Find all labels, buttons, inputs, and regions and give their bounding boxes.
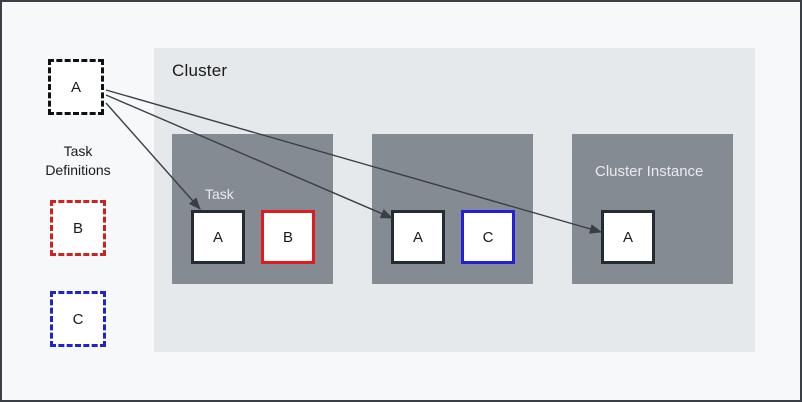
cluster-instance-label: Cluster Instance xyxy=(595,163,704,180)
task-definitions-caption: Task Definitions xyxy=(22,142,134,180)
task-instance-3-a: A xyxy=(601,210,655,264)
task-instance-1-a: A xyxy=(191,210,245,264)
task-instance-1-b: B xyxy=(261,210,315,264)
task-definitions-caption-line1: Task xyxy=(63,143,93,159)
task-instance-2-c: C xyxy=(461,210,515,264)
task-instance-2-a: A xyxy=(391,210,445,264)
task-definitions-caption-line2: Definitions xyxy=(45,162,111,178)
cluster-title: Cluster xyxy=(172,61,228,80)
task-definition-c: C xyxy=(50,291,106,347)
task-definition-a: A xyxy=(48,59,104,115)
task-group-label: Task xyxy=(205,186,234,202)
task-definition-b: B xyxy=(50,200,106,256)
